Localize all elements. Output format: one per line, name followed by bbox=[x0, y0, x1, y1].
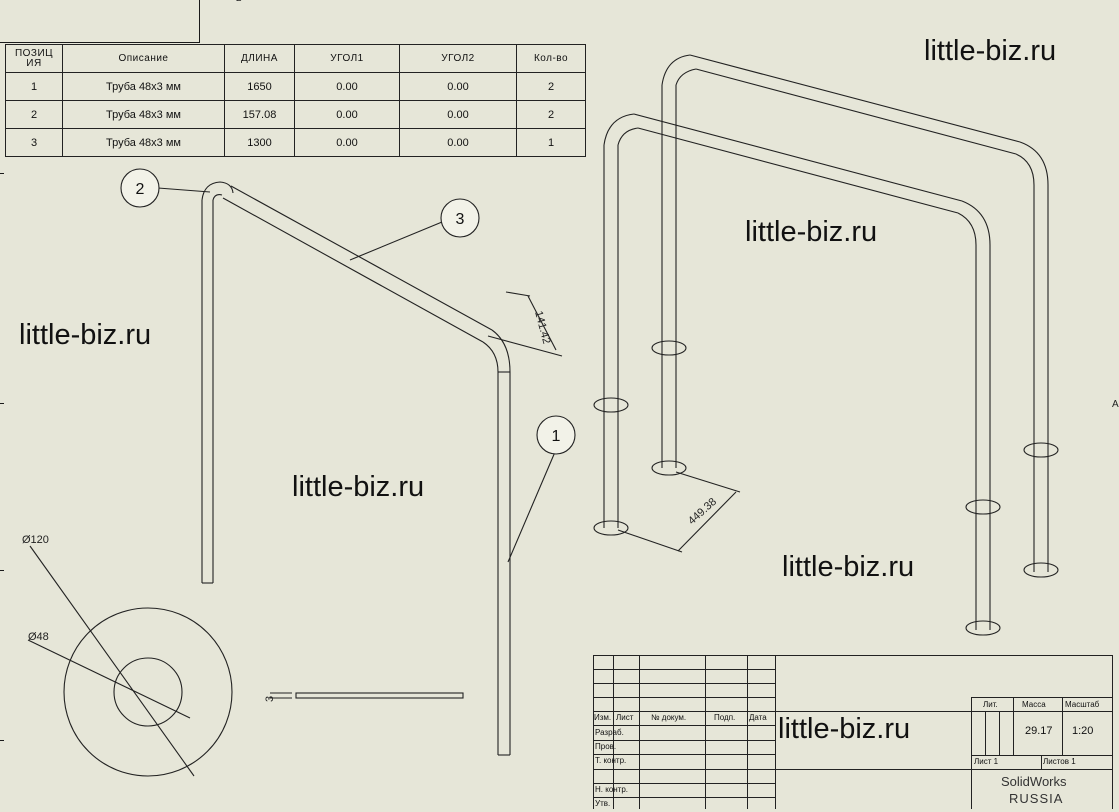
title-block: Изм. Лист № докум. Подп. Дата Разраб. Пр… bbox=[593, 655, 1113, 809]
table-row: 2 Труба 48x3 мм 157.08 0.00 0.00 2 bbox=[5, 100, 586, 129]
balloon-2: 2 bbox=[120, 168, 160, 208]
bom-cell-angle1: 0.00 bbox=[294, 72, 400, 101]
tb-label-podp: Подп. bbox=[714, 713, 736, 722]
tb-company-line1: SolidWorks bbox=[1001, 774, 1067, 789]
balloon-leader bbox=[507, 451, 556, 563]
tb-label-massa: Масса bbox=[1022, 700, 1046, 709]
balloon-leader bbox=[349, 221, 443, 261]
tb-label-masshtab: Масштаб bbox=[1065, 700, 1100, 709]
bom-header-length: ДЛИНА bbox=[224, 44, 295, 73]
bom-cell-description: Труба 48x3 мм bbox=[62, 128, 225, 157]
balloon-1-label: 1 bbox=[552, 428, 561, 445]
balloon-3-label: 3 bbox=[456, 211, 465, 228]
dimension-inner-diameter: Ø48 bbox=[28, 631, 49, 643]
dimension-outer-diameter: Ø120 bbox=[22, 534, 49, 546]
frame-zone-mark: 2 bbox=[236, 0, 242, 4]
washer-side-view bbox=[270, 692, 464, 699]
table-row: 1 Труба 48x3 мм 1650 0.00 0.00 2 bbox=[5, 72, 586, 101]
bom-header-row: ПОЗИЦ ИЯ Описание ДЛИНА УГОЛ1 УГОЛ2 Кол-… bbox=[5, 44, 586, 73]
arch-washers bbox=[593, 340, 1059, 636]
bom-header-angle2: УГОЛ2 bbox=[399, 44, 517, 73]
tb-label-lit: Лит. bbox=[983, 700, 998, 709]
pipe-bend-top bbox=[201, 181, 234, 201]
frame-tick bbox=[0, 403, 4, 404]
tb-label-n-kontr: Н. контр. bbox=[595, 785, 629, 794]
tb-company-line2: RUSSIA bbox=[1009, 791, 1064, 806]
frame-zone-mark-a: A bbox=[1112, 399, 1119, 410]
balloon-2-label: 2 bbox=[136, 181, 145, 198]
balloon-leader bbox=[157, 187, 211, 193]
bom-cell-length: 1650 bbox=[224, 72, 295, 101]
balloon-1: 1 bbox=[536, 415, 576, 455]
watermark-text: little-biz.ru bbox=[745, 216, 878, 248]
watermark-text: little-biz.ru bbox=[292, 471, 425, 503]
tb-label-sheet: Лист 1 bbox=[974, 757, 999, 766]
header-block-bottom bbox=[0, 42, 200, 43]
tb-label-t-kontr: Т. контр. bbox=[595, 756, 627, 765]
dimension-thickness: 3 bbox=[264, 696, 276, 702]
bom-cell-description: Труба 48x3 мм bbox=[62, 72, 225, 101]
tb-value-masshtab: 1:20 bbox=[1072, 725, 1094, 737]
tb-value-massa: 29.17 bbox=[1025, 725, 1053, 737]
arch-back bbox=[661, 54, 1049, 572]
header-block-right bbox=[199, 0, 200, 43]
bom-cell-position: 1 bbox=[5, 72, 63, 101]
pipe-right-vertical bbox=[497, 372, 511, 756]
bom-header-qty: Кол-во bbox=[516, 44, 586, 73]
tb-label-doc-num: № докум. bbox=[651, 713, 687, 722]
watermark-text: little-biz.ru bbox=[778, 713, 911, 745]
dimension-bend-label: 141.42 bbox=[532, 310, 552, 346]
frame-tick bbox=[0, 173, 4, 174]
bom-cell-qty: 2 bbox=[516, 100, 586, 129]
bom-cell-length: 1300 bbox=[224, 128, 295, 157]
arch-front bbox=[603, 113, 991, 630]
bom-cell-angle2: 0.00 bbox=[399, 72, 517, 101]
watermark-text: little-biz.ru bbox=[19, 319, 152, 351]
dimension-spacing-label: 449.38 bbox=[686, 496, 719, 527]
tb-label-list: Лист bbox=[616, 713, 634, 722]
dimension-bend bbox=[487, 291, 563, 357]
tb-label-prov: Пров. bbox=[595, 742, 617, 751]
bom-cell-angle2: 0.00 bbox=[399, 128, 517, 157]
pipe-bend-lower bbox=[482, 329, 511, 373]
pipe-left-vertical bbox=[201, 200, 214, 584]
bom-table: ПОЗИЦ ИЯ Описание ДЛИНА УГОЛ1 УГОЛ2 Кол-… bbox=[5, 44, 586, 157]
balloon-3: 3 bbox=[440, 198, 480, 238]
tb-label-sheets: Листов 1 bbox=[1043, 757, 1076, 766]
tb-label-utv: Утв. bbox=[595, 799, 611, 808]
bom-cell-angle1: 0.00 bbox=[294, 128, 400, 157]
tb-label-izm: Изм. bbox=[594, 713, 612, 722]
dimension-spacing bbox=[617, 471, 741, 553]
tb-label-date: Дата bbox=[749, 713, 767, 722]
bom-cell-length: 157.08 bbox=[224, 100, 295, 129]
table-row: 3 Труба 48x3 мм 1300 0.00 0.00 1 bbox=[5, 128, 586, 157]
bom-cell-description: Труба 48x3 мм bbox=[62, 100, 225, 129]
pipe-slanted bbox=[222, 185, 493, 343]
frame-tick bbox=[0, 570, 4, 571]
watermark-text: little-biz.ru bbox=[924, 35, 1057, 67]
watermark-text: little-biz.ru bbox=[782, 551, 915, 583]
bom-header-position: ПОЗИЦ ИЯ bbox=[5, 44, 63, 73]
tb-label-razrab: Разраб. bbox=[595, 728, 624, 737]
washer-front-view bbox=[27, 545, 233, 777]
frame-tick bbox=[0, 740, 4, 741]
bom-cell-qty: 1 bbox=[516, 128, 586, 157]
